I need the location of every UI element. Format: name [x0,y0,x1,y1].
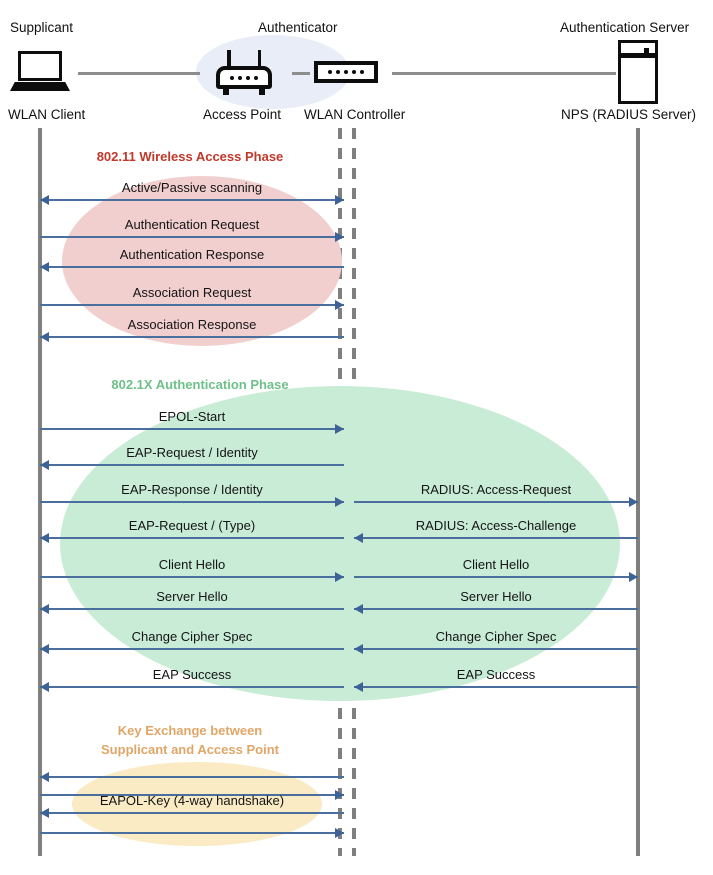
arrow-head-left [40,644,49,654]
message-label: EAP Success [456,667,536,682]
arrow-head-left [354,644,363,654]
arrow-head-right [335,300,344,310]
arrow-head-right [335,828,344,838]
arrow-head-left [40,460,49,470]
arrow-head-left [354,604,363,614]
message-label: Authentication Request [124,217,260,232]
arrow-head-right [629,497,638,507]
arrow-head-left [40,533,49,543]
arrow-line [40,464,344,466]
wire-client-to-ap [78,72,200,75]
actor-role-authentication-server: Authentication Server [560,20,690,35]
arrow-line [354,686,638,688]
arrow-line [354,648,638,650]
message-label: Association Response [127,317,257,332]
arrow-line [40,794,344,796]
arrow-head-right [335,572,344,582]
arrow-line [40,608,344,610]
arrow-line [40,199,344,201]
arrow-head-right [335,424,344,434]
arrow-head-left [40,332,49,342]
phase-caption-wireless-access: 802.11 Wireless Access Phase [96,149,284,164]
message-label: EAP-Request / Identity [126,445,258,460]
arrow-line [40,812,344,814]
arrow-line [40,686,344,688]
lifeline-radius-server [636,128,640,856]
arrow-head-left [40,682,49,692]
message-label: RADIUS: Access-Challenge [415,518,577,533]
arrow-line [40,501,344,503]
arrow-line [40,776,344,778]
message-label: EAPOL-Key (4-way handshake) [99,793,285,808]
message-label: Client Hello [158,557,226,572]
arrow-head-right [335,195,344,205]
message-label: Active/Passive scanning [121,180,263,195]
arrow-line [354,576,638,578]
message-label: Client Hello [462,557,530,572]
wire-controller-to-server [392,72,616,75]
arrow-line [40,832,344,834]
arrow-head-left [40,195,49,205]
arrow-head-left [40,772,49,782]
arrow-line [40,576,344,578]
arrow-head-left [354,533,363,543]
message-label: Authentication Response [119,247,265,262]
arrow-head-left [40,808,49,818]
arrow-head-right [629,572,638,582]
actor-label-nps-radius-server: NPS (RADIUS Server) [561,107,697,122]
arrow-line [40,648,344,650]
arrow-line [40,537,344,539]
message-label: RADIUS: Access-Request [420,482,572,497]
actor-label-wlan-controller: WLAN Controller [304,107,406,122]
message-label: EAP Success [152,667,232,682]
laptop-icon [10,51,70,93]
phase-blob-wireless-access [62,176,342,346]
arrow-head-right [335,790,344,800]
message-label: Server Hello [460,589,532,604]
phase-caption-8021x-auth: 802.1X Authentication Phase [111,377,289,392]
arrow-head-right [335,232,344,242]
message-label: Server Hello [156,589,228,604]
actor-role-supplicant: Supplicant [10,20,74,35]
wire-ap-to-controller [292,72,310,75]
actor-label-access-point: Access Point [203,107,282,122]
arrow-line [40,428,344,430]
message-label: Change Cipher Spec [131,629,253,644]
message-label: Association Request [132,285,252,300]
phase-caption-key-exchange: Key Exchange between Supplicant and Acce… [101,723,279,757]
arrow-line [40,336,344,338]
arrow-line [354,501,638,503]
arrow-line [354,537,638,539]
arrow-head-right [335,497,344,507]
message-label: EAP-Response / Identity [121,482,263,497]
message-label: Change Cipher Spec [435,629,557,644]
wlan-controller-icon [314,61,378,83]
arrow-head-left [40,262,49,272]
arrow-line [354,608,638,610]
actor-label-wlan-client: WLAN Client [8,107,86,122]
arrow-line [40,304,344,306]
arrow-line [40,266,344,268]
message-label: EPOL-Start [158,409,226,424]
actor-role-authenticator: Authenticator [258,20,338,35]
lifeline-supplicant [38,128,42,856]
arrow-head-left [354,682,363,692]
arrow-head-left [40,604,49,614]
message-label: EAP-Request / (Type) [128,518,256,533]
arrow-line [40,236,344,238]
access-point-icon [216,50,272,96]
server-icon [618,40,658,104]
